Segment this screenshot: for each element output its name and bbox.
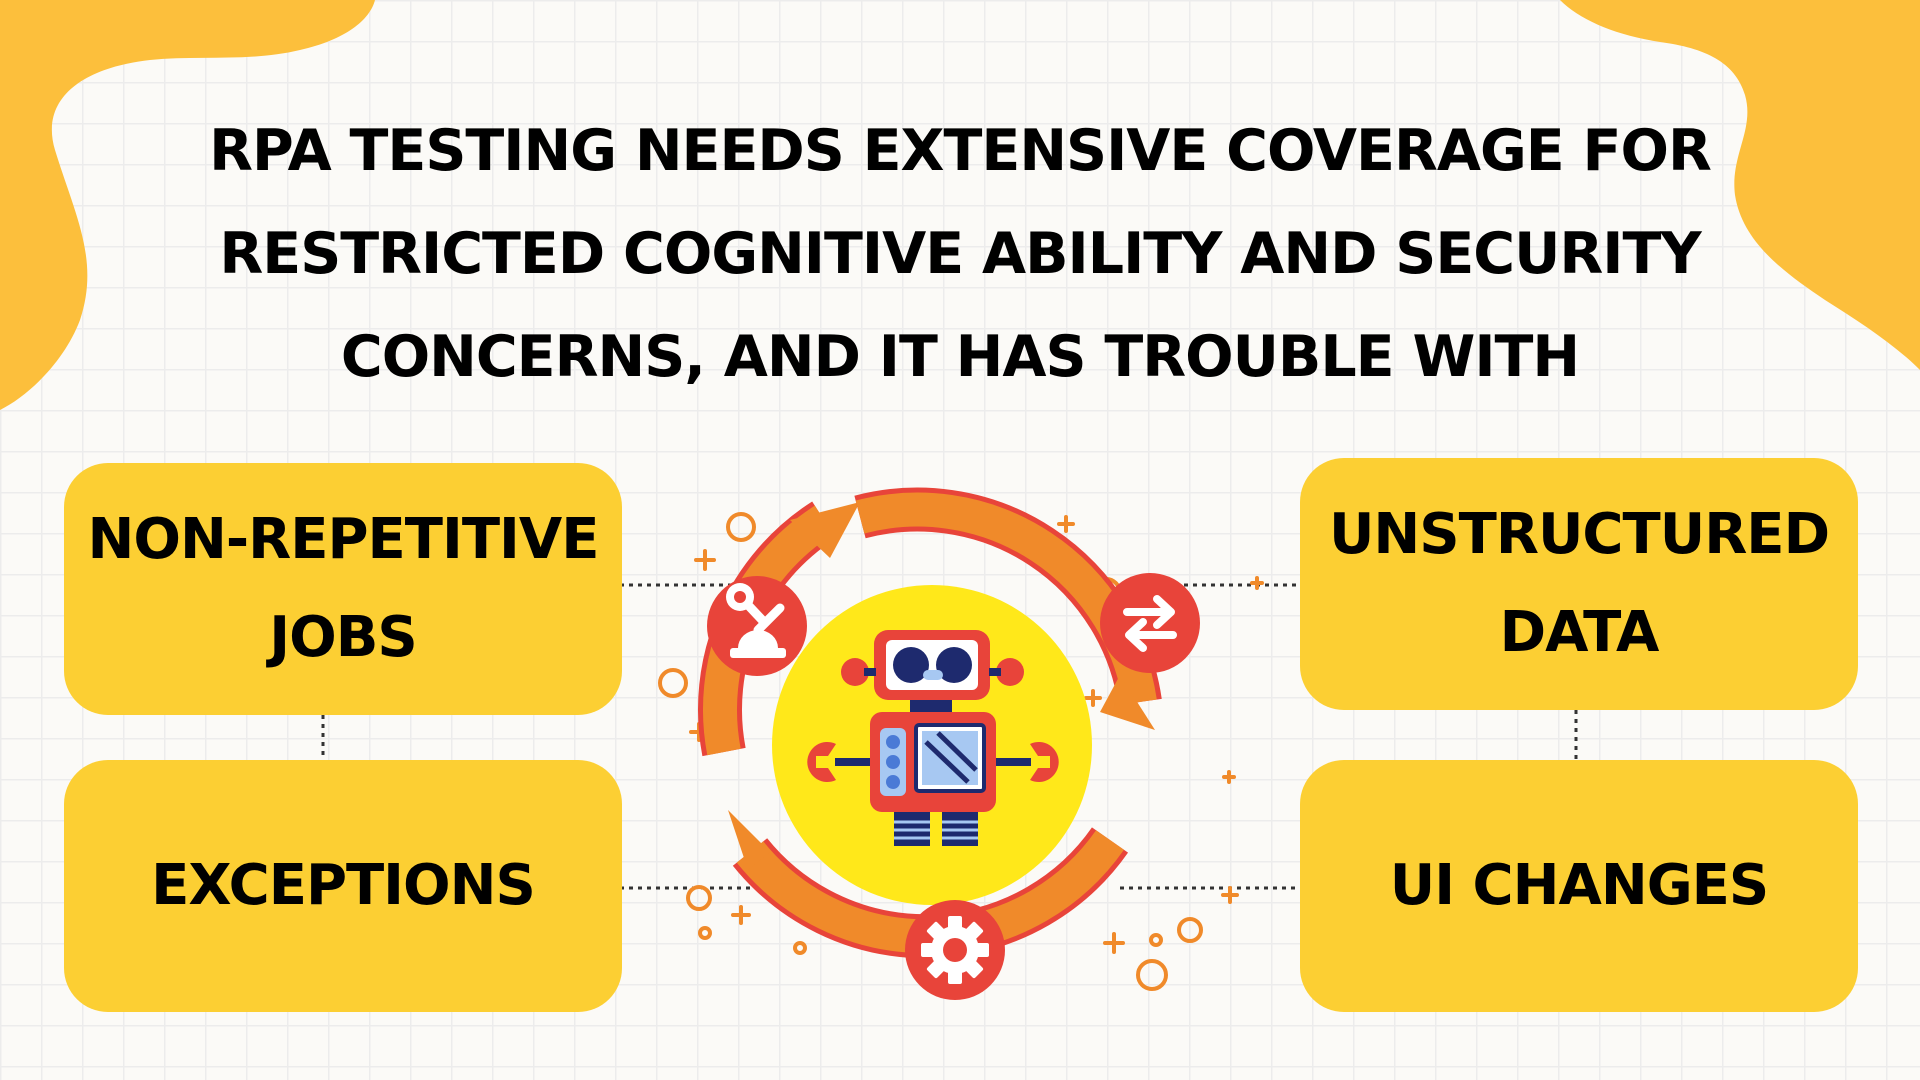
robot-graphic: [658, 487, 1264, 1000]
corner-blob-top-right: [1560, 0, 1920, 370]
box-ui-changes: UI CHANGES: [1300, 760, 1858, 1012]
wrench-robot-arm-icon: [707, 576, 807, 676]
robot-icon: [807, 630, 1059, 846]
box-exceptions: EXCEPTIONS: [64, 760, 622, 1012]
box-label-ui-changes: UI CHANGES: [1389, 853, 1770, 918]
box-unstructured-data: UNSTRUCTURED DATA: [1300, 458, 1858, 710]
box-label-exceptions: EXCEPTIONS: [151, 853, 536, 918]
box-label-unstructured-data: UNSTRUCTURED DATA: [1328, 502, 1830, 665]
box-non-repetitive-jobs: NON-REPETITIVE JOBS: [64, 463, 622, 715]
corner-blob-top-left: [0, 0, 375, 410]
decor-plus-signs: [689, 515, 1264, 954]
box-label-non-repetitive-jobs: NON-REPETITIVE JOBS: [87, 507, 600, 670]
gear-icon: [905, 900, 1005, 1000]
headline: RPA TESTING NEEDS EXTENSIVE COVERAGE FOR…: [209, 118, 1712, 390]
swap-arrows-icon: [1100, 573, 1200, 673]
